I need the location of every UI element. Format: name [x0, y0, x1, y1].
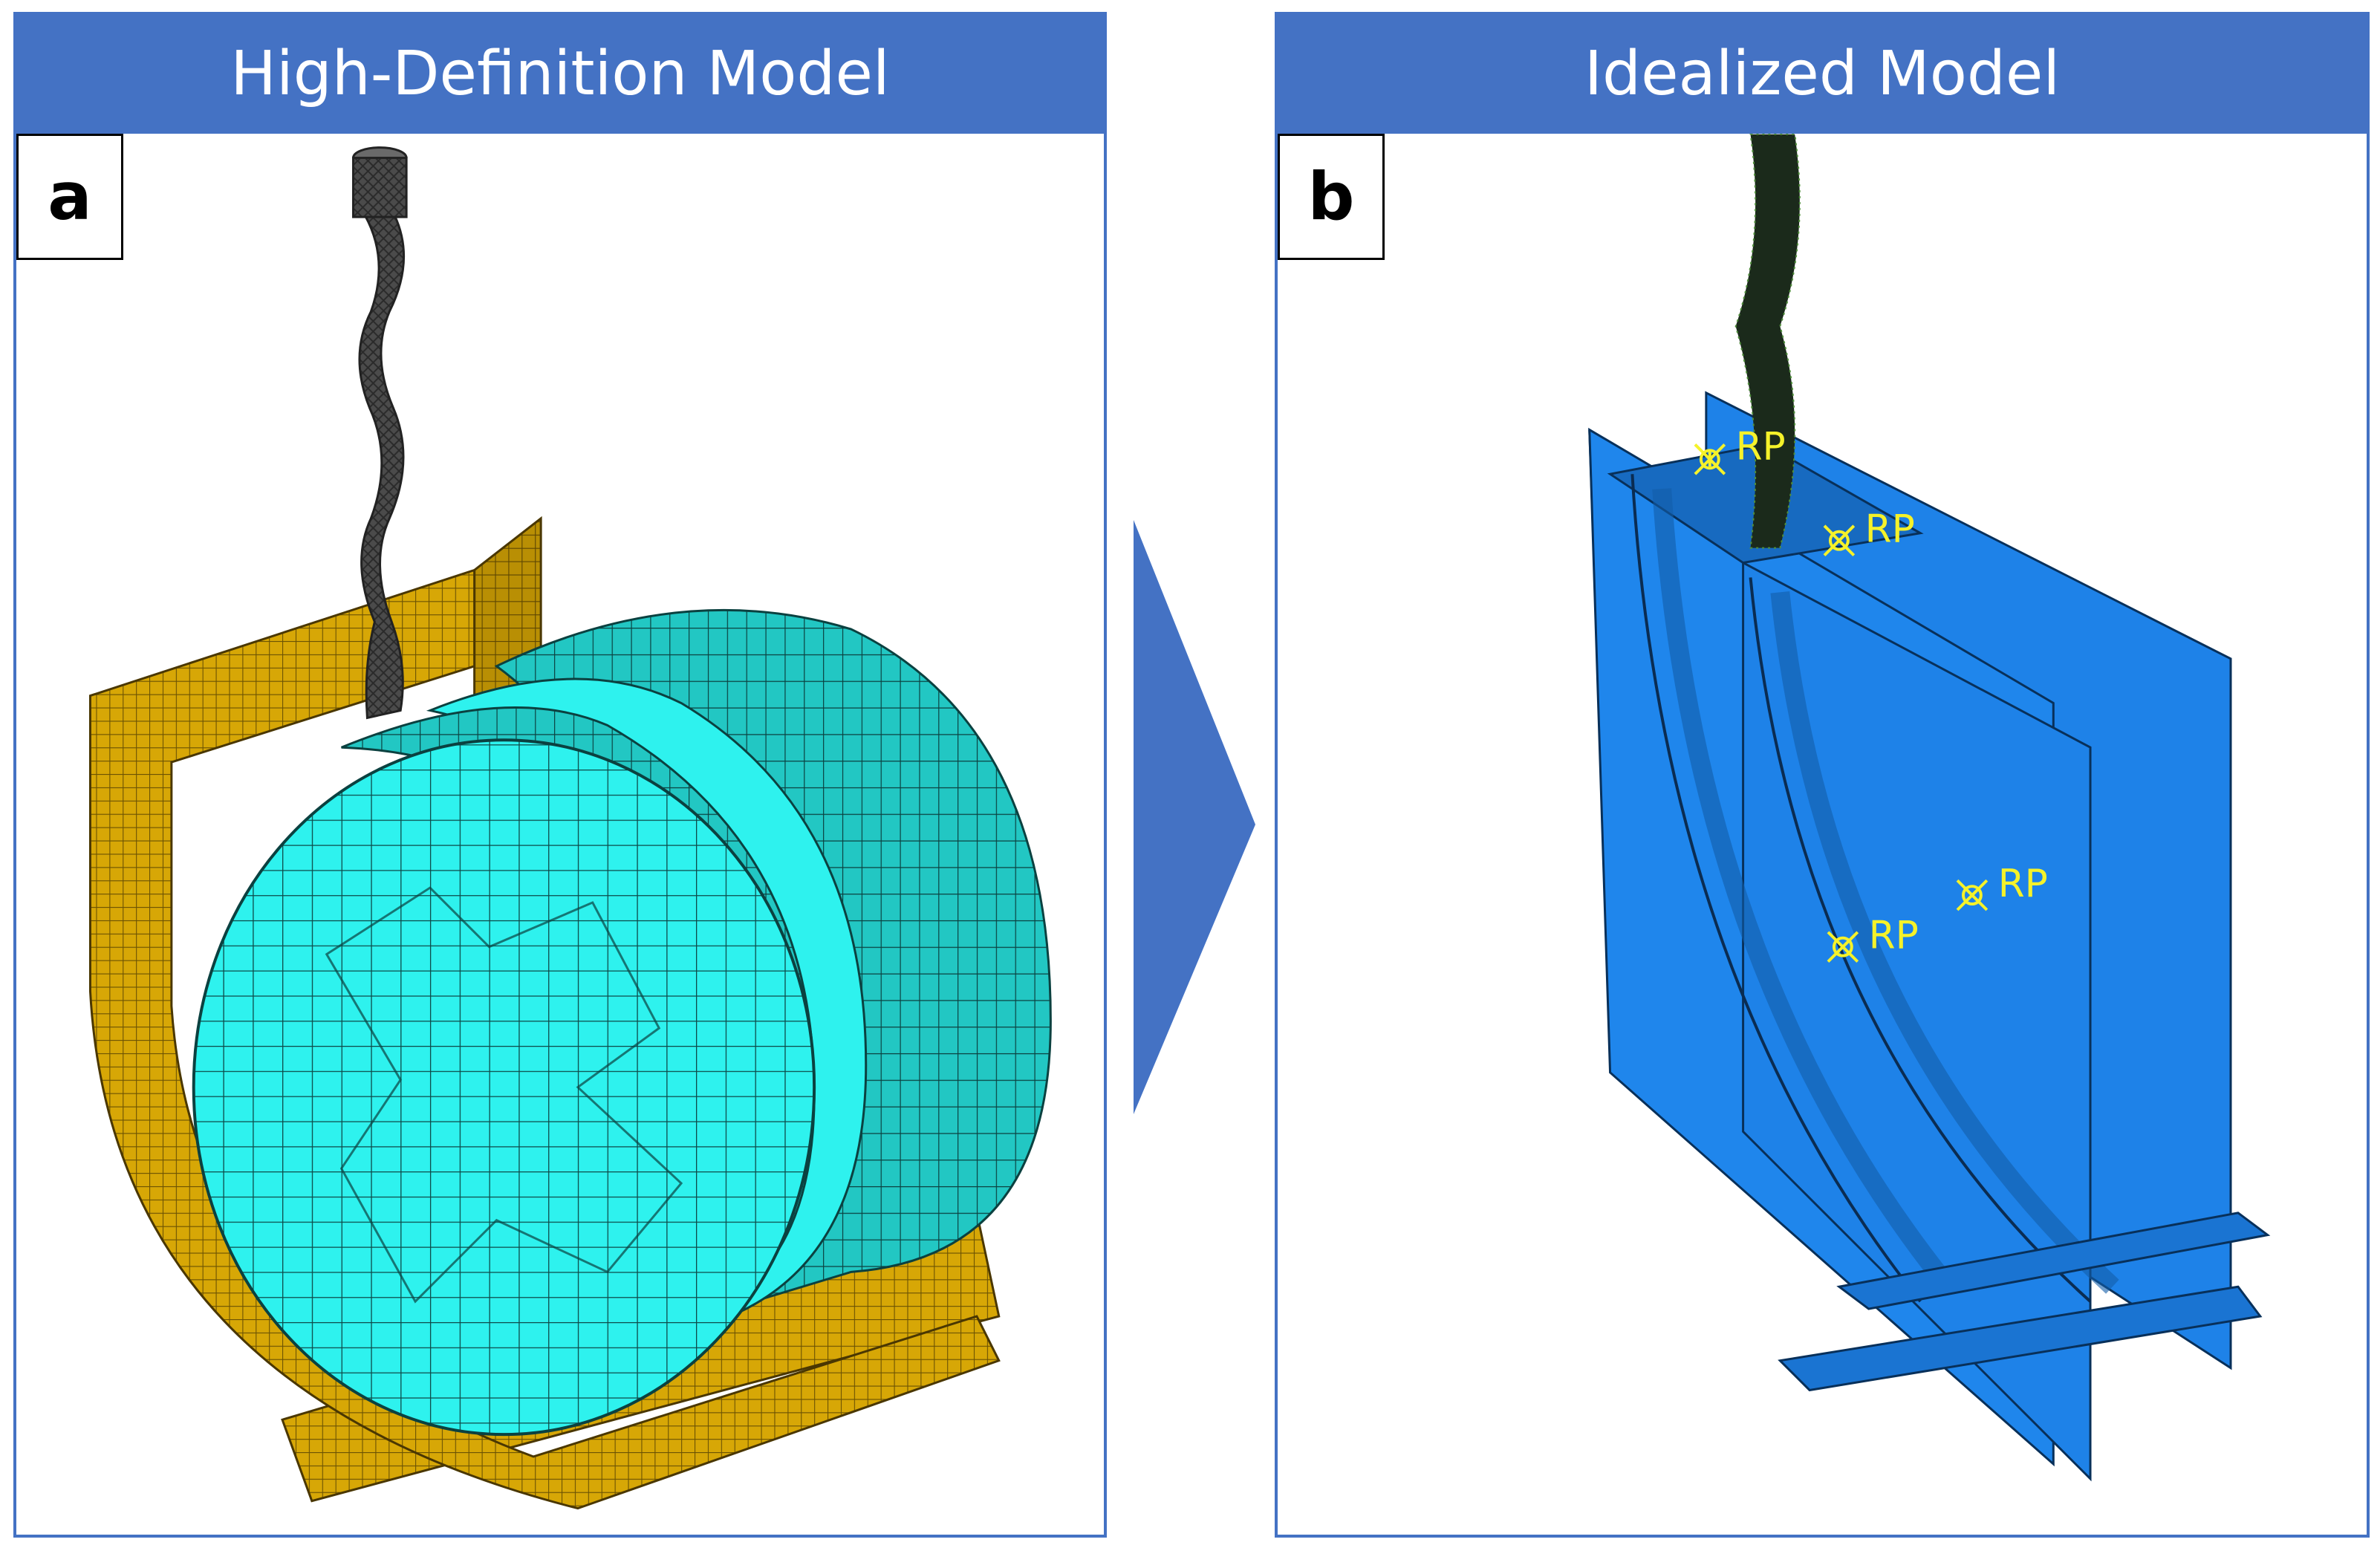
curved-groove-2 [1749, 577, 2092, 1303]
hd-model-figure [88, 146, 1052, 1510]
panel-title-idealized: Idealized Model [1278, 15, 2367, 134]
panel-letter-a: a [16, 134, 123, 260]
reference-point-marker-icon [1827, 931, 1859, 963]
cable [1734, 133, 1801, 549]
rp-label-4: RP [1869, 914, 1919, 958]
panel-idealized: RP RP RP RP Idealized Model b [1275, 12, 2370, 1538]
panel-high-definition: High-Definition Model a [13, 12, 1107, 1538]
reference-point-marker-icon [1823, 524, 1856, 557]
drum-front-face [192, 738, 816, 1437]
rp-label-3: RP [1998, 862, 2048, 906]
bottom-flange-1 [1836, 1212, 2271, 1310]
cable [358, 155, 406, 720]
rp-label-2: RP [1865, 507, 1915, 552]
panel-letter-b: b [1278, 134, 1385, 260]
curved-groove-1 [1630, 474, 1922, 1303]
bottom-flange-2 [1778, 1285, 2263, 1392]
rp-label-1: RP [1736, 424, 1786, 469]
panel-title-high-definition: High-Definition Model [16, 15, 1104, 134]
reference-point-marker-icon [1694, 443, 1726, 475]
reference-point-marker-icon [1956, 879, 1989, 911]
idealized-model-figure: RP RP RP RP [1588, 133, 2271, 1482]
